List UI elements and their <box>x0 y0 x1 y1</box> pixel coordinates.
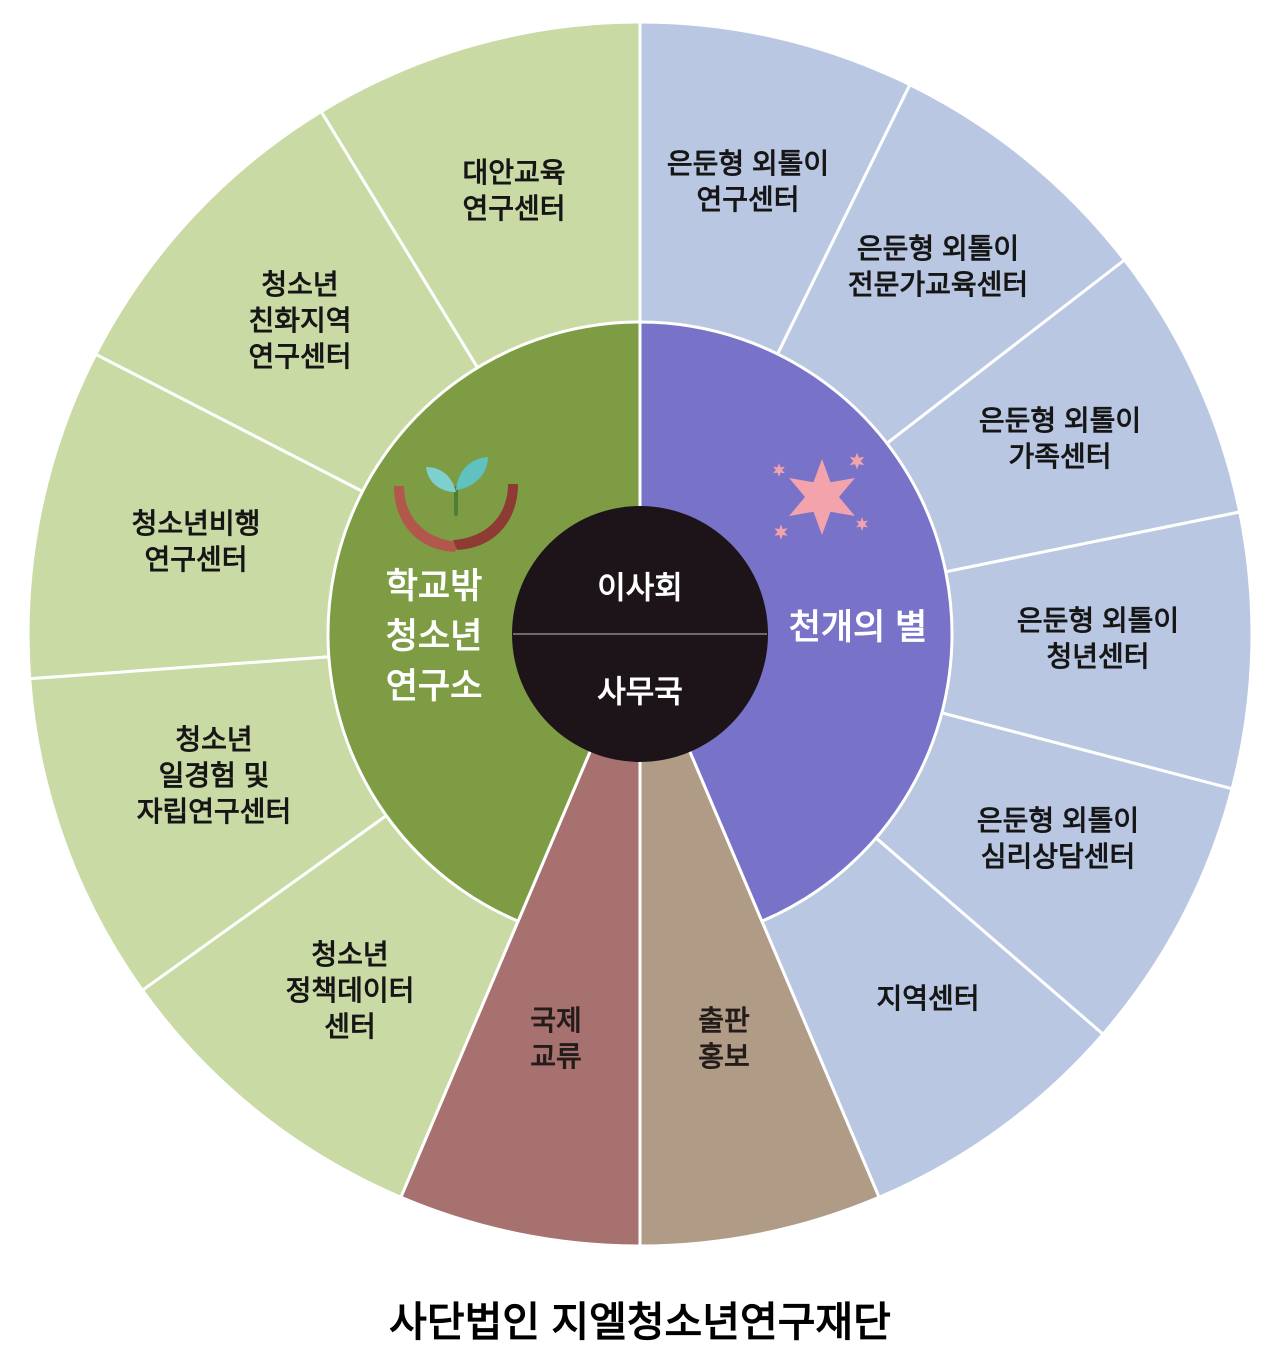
sparkle-icon <box>773 463 785 477</box>
sector-out-of-school-youth-institute <box>326 320 642 923</box>
outer-label-regional-center: 지역센터 <box>876 983 979 1014</box>
plant-leaf-right <box>456 457 488 490</box>
board-label: 이사회 <box>597 571 683 606</box>
page-title: 사단법인 지엘청소년연구재단 <box>389 1299 891 1345</box>
hands-plant-icon <box>394 457 518 552</box>
bottom-wedges <box>399 632 881 1248</box>
sparkle-icon <box>774 524 788 540</box>
sector-thousand-stars <box>638 320 954 923</box>
secretariat-label: 사무국 <box>597 675 683 710</box>
hand-left <box>394 486 459 552</box>
sparkle-icon <box>849 452 865 470</box>
middle-ring <box>326 320 954 923</box>
star-shape <box>789 459 855 535</box>
sparkle-icon <box>856 517 868 531</box>
sector-label-thousand-stars: 천개의 별 <box>789 608 928 647</box>
plant-leaf-left <box>426 467 456 492</box>
wedge-publishing-pr <box>638 632 881 1248</box>
wedge-international-exchange <box>399 632 642 1248</box>
star-icon <box>773 452 868 540</box>
hand-right <box>453 484 518 550</box>
